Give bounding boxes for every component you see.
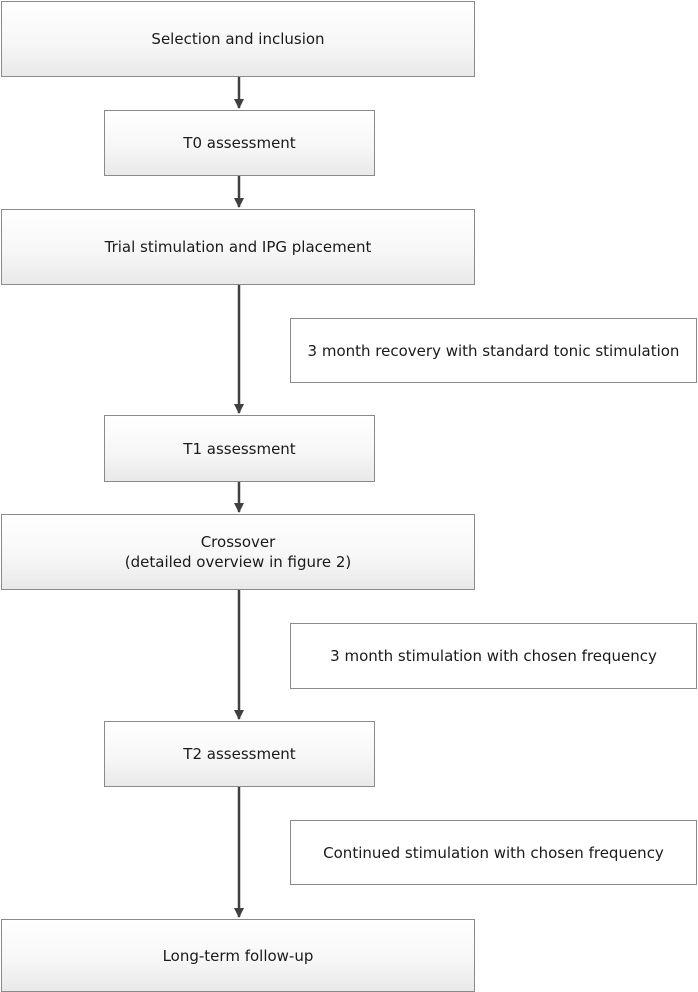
step-long-term-followup-label: Long-term follow-up xyxy=(162,946,314,965)
step-crossover: Crossover (detailed overview in figure 2… xyxy=(1,514,475,590)
note-stimulation-label: 3 month stimulation with chosen frequenc… xyxy=(330,647,657,665)
step-trial-stimulation: Trial stimulation and IPG placement xyxy=(1,209,475,285)
note-continued: Continued stimulation with chosen freque… xyxy=(290,820,697,885)
step-t2-assessment-label: T2 assessment xyxy=(183,745,296,763)
step-t0-assessment-label: T0 assessment xyxy=(183,134,296,152)
step-crossover-sublabel: (detailed overview in figure 2) xyxy=(124,553,352,571)
step-t2-assessment: T2 assessment xyxy=(104,721,375,787)
step-long-term-followup: Long-term follow-up xyxy=(1,919,475,992)
note-recovery: 3 month recovery with standard tonic sti… xyxy=(290,318,697,383)
step-t0-assessment: T0 assessment xyxy=(104,110,375,176)
step-trial-stimulation-label: Trial stimulation and IPG placement xyxy=(104,238,372,256)
step-t1-assessment: T1 assessment xyxy=(104,415,375,482)
step-crossover-label: Crossover xyxy=(200,533,276,551)
note-recovery-label: 3 month recovery with standard tonic sti… xyxy=(307,341,680,360)
step-selection-inclusion: Selection and inclusion xyxy=(1,1,475,77)
step-selection-inclusion-label: Selection and inclusion xyxy=(151,30,325,48)
note-stimulation: 3 month stimulation with chosen frequenc… xyxy=(290,623,697,689)
note-continued-label: Continued stimulation with chosen freque… xyxy=(323,843,664,862)
step-t1-assessment-label: T1 assessment xyxy=(183,439,296,458)
